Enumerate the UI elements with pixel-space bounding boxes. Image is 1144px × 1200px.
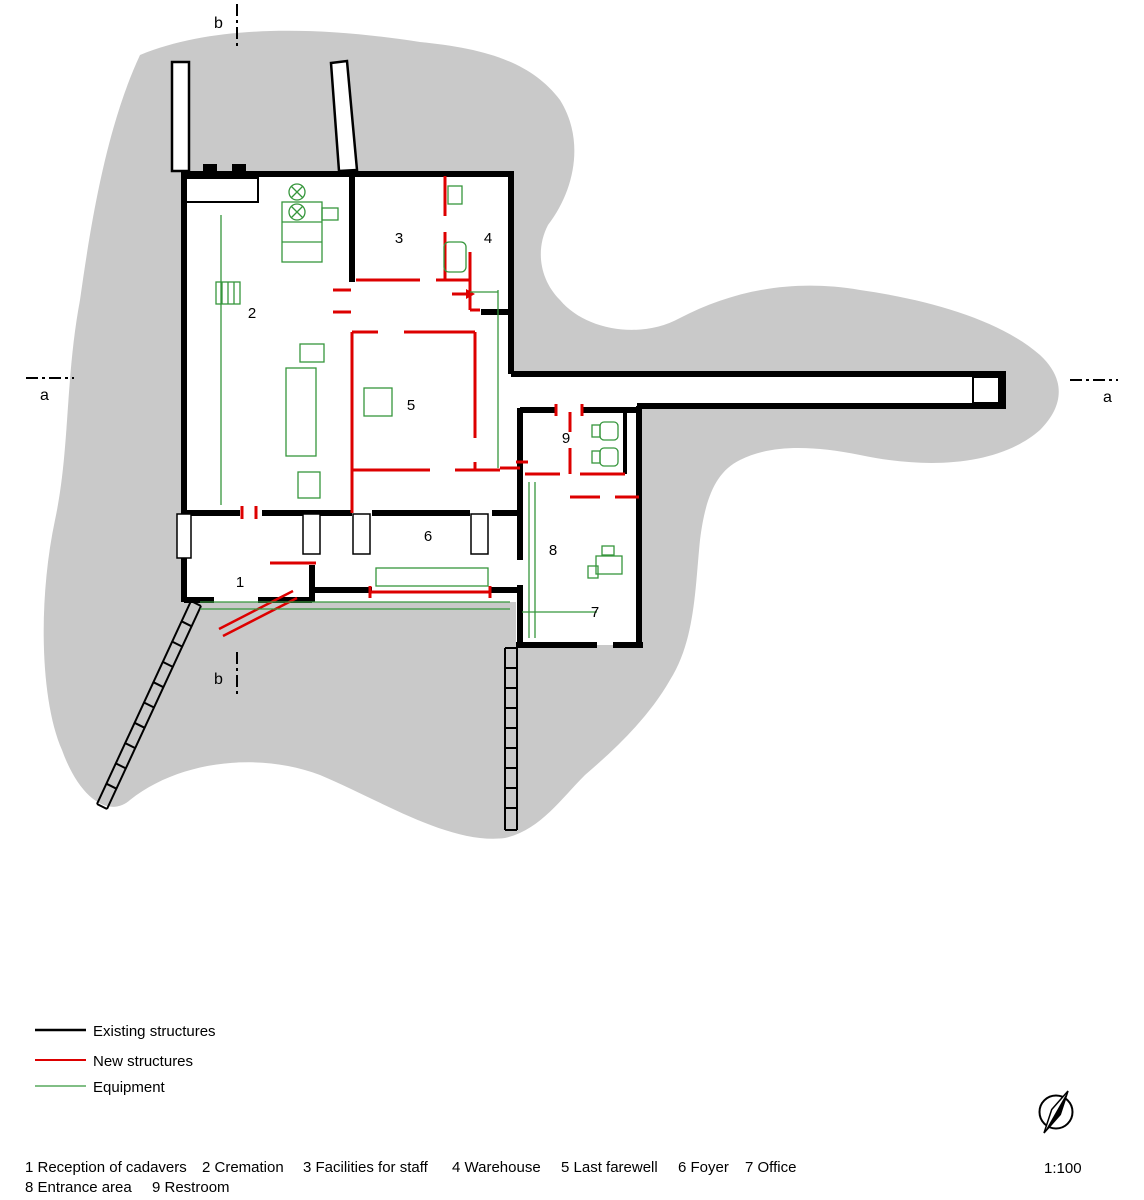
table-room2: [285, 367, 317, 457]
key-item-4: 4 Warehouse: [452, 1159, 541, 1176]
equipment-layer: [200, 183, 623, 638]
room-label-7: 7: [591, 604, 599, 621]
chimney-right: [329, 59, 359, 173]
furnace-fan-1: [288, 183, 306, 201]
room-labels: 1 2 3 4 5 6 7 8 9: [236, 230, 599, 621]
chimney-left: [170, 60, 191, 173]
door-arrow: [466, 289, 475, 299]
room-key: 1 Reception of cadavers 2 Cremation 3 Fa…: [25, 1159, 796, 1196]
key-item-2: 2 Cremation: [202, 1159, 284, 1176]
pier-box-1: [302, 513, 321, 555]
section-label-b-top: b: [214, 15, 223, 32]
legend: Existing structures New structures Equip…: [35, 1023, 216, 1096]
room-label-3: 3: [395, 230, 403, 247]
section-label-b-bottom: b: [214, 671, 223, 688]
key-item-9: 9 Restroom: [152, 1179, 230, 1196]
room-label-8: 8: [549, 542, 557, 559]
scale-label: 1:100: [1044, 1160, 1082, 1177]
room-label-9: 9: [562, 430, 570, 447]
section-label-a-right: a: [1103, 389, 1112, 406]
furnace-door-block-left: [203, 164, 217, 176]
key-item-5: 5 Last farewell: [561, 1159, 658, 1176]
legend-label-existing: Existing structures: [93, 1023, 216, 1040]
desk-room7: [595, 555, 623, 575]
new-ramp: [218, 589, 298, 638]
key-item-7: 7 Office: [745, 1159, 796, 1176]
room-label-6: 6: [424, 528, 432, 545]
key-item-6: 6 Foyer: [678, 1159, 729, 1176]
hatched-wall-vertical: [504, 647, 518, 831]
new-structures-layer: [218, 176, 639, 638]
fixture-room4-b: [443, 241, 467, 273]
new-walls: [240, 176, 639, 598]
corridor-end-box: [972, 376, 1000, 404]
key-item-8: 8 Entrance area: [25, 1179, 132, 1196]
cremator-furnace: [281, 201, 323, 263]
site-area: [43, 30, 1059, 839]
key-item-1: 1 Reception of cadavers: [25, 1159, 187, 1176]
pier-box-2: [352, 513, 371, 555]
room-label-1: 1: [236, 574, 244, 591]
furnace-vestibule: [185, 177, 259, 203]
existing-walls: [181, 171, 1006, 648]
pier-box-3: [470, 513, 489, 555]
north-compass-icon: [1038, 1090, 1074, 1134]
chair-room7: [587, 565, 599, 579]
legend-label-equipment: Equipment: [93, 1079, 166, 1096]
section-markers: [26, 4, 1118, 698]
legend-label-new: New structures: [93, 1053, 193, 1070]
hatched-wall-diagonal: [96, 600, 202, 810]
canopy-lines: [200, 601, 510, 610]
window-left-wall: [176, 513, 192, 559]
room-label-5: 5: [407, 397, 415, 414]
existing-structures-layer: [96, 59, 1006, 831]
section-label-a-left: a: [40, 387, 49, 404]
room-label-2: 2: [248, 305, 256, 322]
foyer-mat: [375, 567, 489, 587]
furnace-door-block-right: [232, 164, 246, 176]
key-item-3: 3 Facilities for staff: [303, 1159, 429, 1176]
furnace-fan-2: [288, 203, 306, 221]
fixture-room4-a: [447, 185, 463, 205]
glazing-lines: [522, 482, 597, 638]
room-label-4: 4: [484, 230, 492, 247]
catafalque-room5: [363, 387, 393, 417]
